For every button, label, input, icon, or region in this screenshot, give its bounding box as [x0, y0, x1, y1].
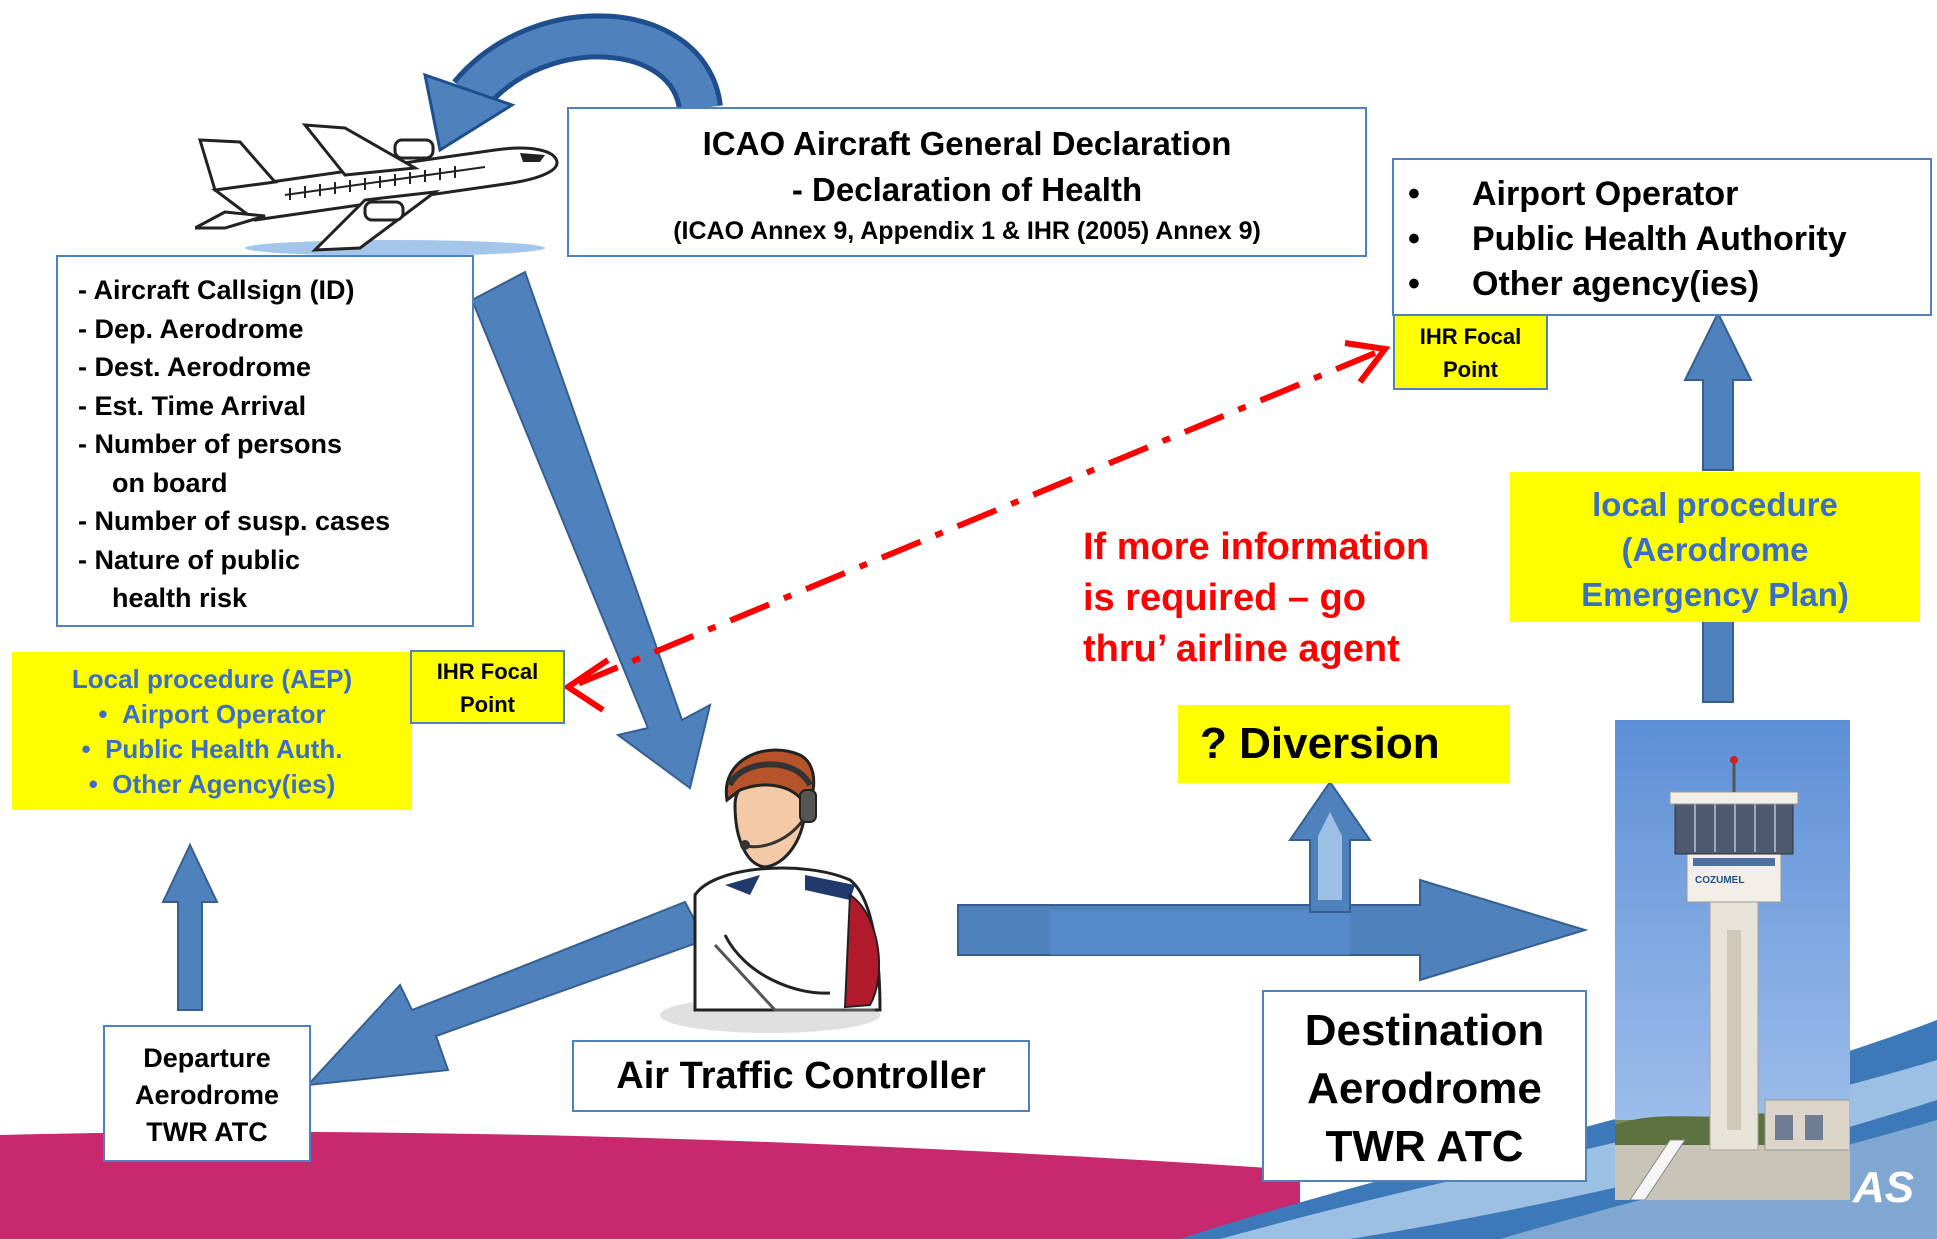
- more-info-line: If more information: [1083, 526, 1430, 568]
- icao-title: ICAO Aircraft General Declaration: [702, 125, 1232, 162]
- tower-sign: COZUMEL: [1695, 875, 1744, 886]
- icao-subtitle: - Declaration of Health: [791, 171, 1143, 208]
- corner-logo-text: AS: [1853, 1163, 1915, 1212]
- atc-to-departure-arrow: [305, 900, 707, 1087]
- agency-item: •Airport Operator: [1408, 175, 1739, 213]
- local-procedure-left-item: • Airport Operator: [98, 699, 326, 729]
- right-up-arrow-top: [1683, 310, 1753, 471]
- departure-aerodrome-box: Departure Aerodrome TWR ATC: [103, 1025, 311, 1162]
- local-procedure-right-line: local procedure: [1592, 486, 1838, 523]
- icao-declaration-box: ICAO Aircraft General Declaration - Decl…: [567, 107, 1367, 257]
- control-tower-photo: COZUMEL: [1615, 720, 1850, 1200]
- destination-line: Destination: [1304, 1006, 1545, 1055]
- air-traffic-controller-icon: [660, 748, 882, 1033]
- diversion-up-arrow: [1288, 780, 1372, 913]
- more-info-line: thru’ airline agent: [1083, 628, 1400, 670]
- atc-label-box: Air Traffic Controller: [572, 1040, 1030, 1112]
- ihr-focal-point-right: IHR Focal Point: [1393, 314, 1548, 390]
- local-procedure-right-box: local procedure (Aerodrome Emergency Pla…: [1510, 472, 1920, 622]
- local-procedure-left-item: • Public Health Auth.: [81, 734, 343, 764]
- airplane-icon: [195, 123, 559, 256]
- local-procedure-right-line: (Aerodrome: [1621, 531, 1809, 568]
- flight-info-item: - Nature of public: [78, 544, 300, 575]
- more-info-note: If more information is required – go thr…: [1083, 522, 1503, 675]
- flight-info-item: - Est. Time Arrival: [78, 390, 307, 421]
- flight-info-item: - Dep. Aerodrome: [78, 313, 304, 344]
- flight-info-item: - Number of susp. cases: [78, 506, 391, 536]
- local-procedure-right-line: Emergency Plan): [1581, 576, 1849, 613]
- local-procedure-left-item: • Other Agency(ies): [88, 769, 336, 799]
- diversion-box: ? Diversion: [1178, 705, 1510, 783]
- agency-item: •Other agency(ies): [1408, 265, 1760, 303]
- departure-line: TWR ATC: [146, 1117, 268, 1147]
- departure-line: Aerodrome: [134, 1080, 280, 1110]
- red-dashed-arrow: [562, 340, 1391, 713]
- local-procedure-left-title: Local procedure (AEP): [71, 664, 353, 694]
- curved-loop-arrow: [423, 13, 723, 153]
- local-procedure-left-box: Local procedure (AEP) • Airport Operator…: [12, 652, 412, 810]
- ihr-focal-point-left: IHR Focal Point: [410, 650, 565, 724]
- flight-info-item: health risk: [112, 583, 248, 613]
- more-info-line: is required – go: [1083, 577, 1366, 619]
- agency-item: •Public Health Authority: [1408, 220, 1847, 258]
- flight-info-item: - Dest. Aerodrome: [78, 352, 312, 382]
- voice-data-arrow: [470, 270, 712, 790]
- destination-line: Aerodrome: [1307, 1064, 1542, 1113]
- departure-up-arrow: [161, 842, 219, 1011]
- destination-line: TWR ATC: [1325, 1122, 1524, 1171]
- flight-info-item: - Aircraft Callsign (ID): [78, 275, 355, 305]
- departure-line: Departure: [143, 1043, 271, 1073]
- flight-info-item: on board: [112, 467, 228, 498]
- icao-reference: (ICAO Annex 9, Appendix 1 & IHR (2005) A…: [673, 217, 1261, 245]
- flight-info-box: - Aircraft Callsign (ID) - Dep. Aerodrom…: [56, 255, 474, 627]
- destination-aerodrome-box: Destination Aerodrome TWR ATC: [1262, 990, 1587, 1182]
- right-up-arrow-bottom: [1702, 619, 1734, 703]
- atc-to-destination-arrow: [957, 878, 1589, 982]
- agencies-box: •Airport Operator •Public Health Authori…: [1392, 158, 1932, 316]
- flight-info-item: - Number of persons: [78, 429, 343, 459]
